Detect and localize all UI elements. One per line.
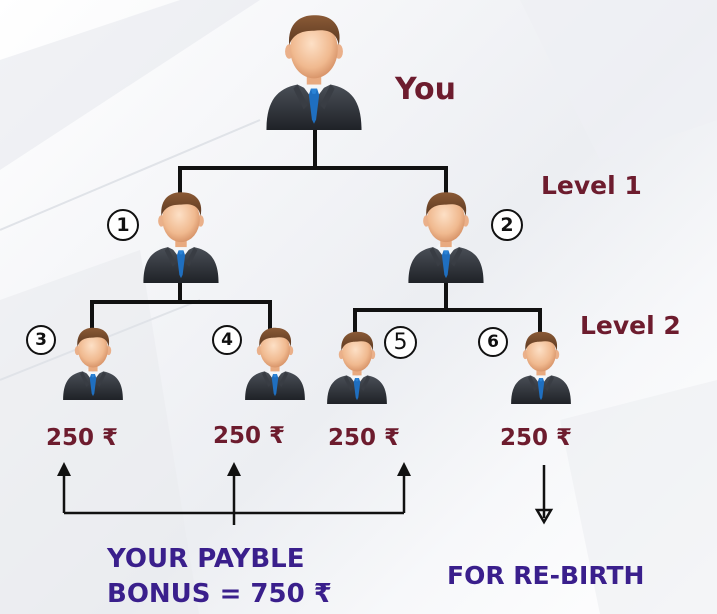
bonus-line-2: BONUS = 750 ₹ xyxy=(107,579,332,609)
node-number-2: 2 xyxy=(491,209,523,241)
node-number-5: 5 xyxy=(384,326,417,359)
amount-node-6: 250 ₹ xyxy=(500,425,573,451)
businessman-icon xyxy=(262,6,366,130)
you-label: You xyxy=(395,72,456,107)
node-number-4: 4 xyxy=(212,325,242,355)
businessman-icon xyxy=(508,326,574,404)
amount-node-3: 250 ₹ xyxy=(46,425,119,451)
businessman-icon xyxy=(60,322,126,400)
businessman-icon xyxy=(404,185,488,283)
rebirth-label: FOR RE-BIRTH xyxy=(447,561,645,590)
amount-node-5: 250 ₹ xyxy=(328,425,401,451)
node-number-6: 6 xyxy=(478,327,508,357)
businessman-icon xyxy=(140,185,222,283)
businessman-icon xyxy=(324,326,390,404)
level-1-label: Level 1 xyxy=(541,171,642,200)
node-number-1: 1 xyxy=(107,209,139,241)
bonus-line-1: YOUR PAYBLE xyxy=(107,544,305,574)
node-number-3: 3 xyxy=(26,325,56,355)
level-2-label: Level 2 xyxy=(580,311,681,340)
businessman-icon xyxy=(242,322,308,400)
amount-node-4: 250 ₹ xyxy=(213,423,286,449)
